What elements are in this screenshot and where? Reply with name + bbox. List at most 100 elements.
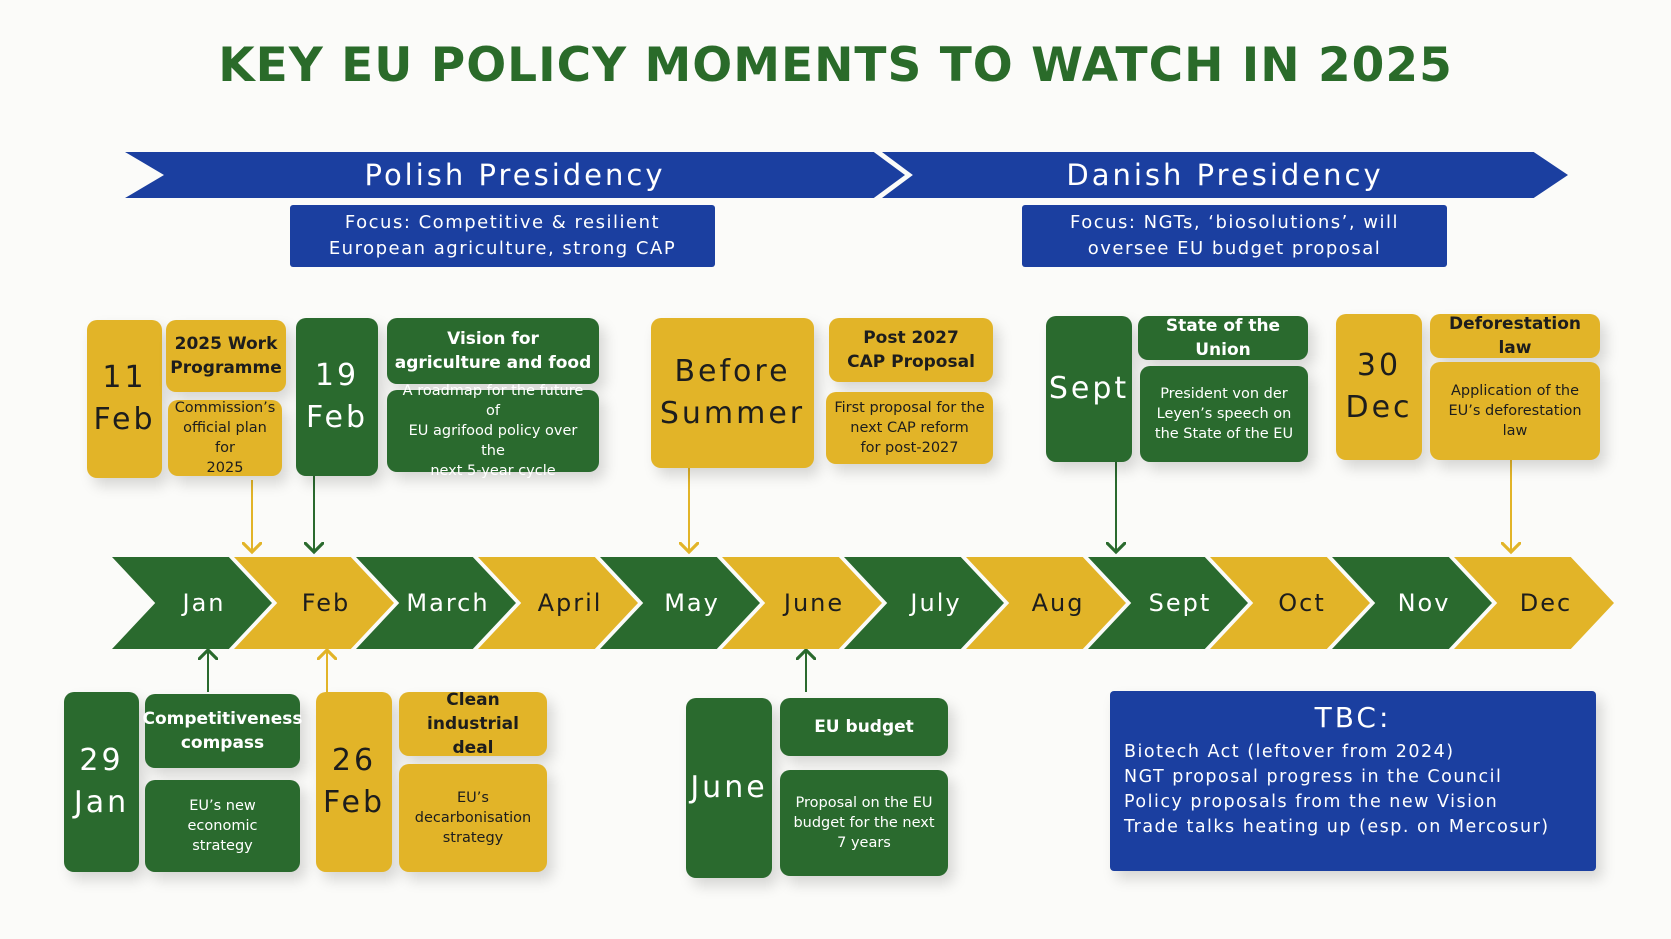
desc-line: First proposal for the xyxy=(834,400,985,416)
date-line: 30 xyxy=(1356,348,1402,383)
month-label: April xyxy=(537,589,603,617)
tbc-item: Biotech Act (leftover from 2024) xyxy=(1124,742,1455,762)
month-label: Jan xyxy=(182,589,226,617)
month-label: July xyxy=(910,589,962,617)
month-label: Oct xyxy=(1278,589,1326,617)
danish-focus-box: Focus: NGTs, ‘biosolutions’, will overse… xyxy=(1022,205,1447,267)
danish-presidency-banner: Danish Presidency xyxy=(882,152,1568,198)
desc-line: A roadmap for the future of xyxy=(402,383,584,419)
heading-line: Post 2027 xyxy=(863,328,959,348)
heading-line: CAP Proposal xyxy=(847,352,975,372)
heading-line: Vision for xyxy=(447,329,539,349)
month-label: Feb xyxy=(301,589,351,617)
danish-focus-line: oversee EU budget proposal xyxy=(1087,238,1382,259)
desc-line: Proposal on the EU xyxy=(795,795,933,811)
desc-line: for post-2027 xyxy=(860,440,959,456)
month-label: March xyxy=(406,589,490,617)
date-line: 11 xyxy=(102,360,147,395)
event-desc-vision: A roadmap for the future of EU agrifood p… xyxy=(387,383,599,479)
desc-line: EU’s deforestation xyxy=(1448,403,1582,419)
event-heading-eu-budget: EU budget xyxy=(780,698,948,756)
desc-line: 2025 xyxy=(206,460,244,476)
desc-line: EU’s xyxy=(457,790,489,806)
month-label: Aug xyxy=(1031,589,1085,617)
polish-focus-line: Focus: Competitive & resilient xyxy=(344,212,661,233)
date-line: 19 xyxy=(314,358,360,393)
tbc-title: TBC: xyxy=(1314,701,1392,734)
heading-line: EU budget xyxy=(814,717,914,737)
desc-line: law xyxy=(1502,423,1528,439)
polish-focus-line: European agriculture, strong CAP xyxy=(328,238,677,259)
heading-line: 2025 Work xyxy=(174,334,278,354)
event-desc-work-programme: Commission’s official plan for 2025 xyxy=(168,400,282,476)
desc-line: Commission’s xyxy=(174,400,276,416)
date-line: Summer xyxy=(659,396,806,431)
desc-line: Leyen’s speech on xyxy=(1156,406,1292,422)
event-heading-vision: Vision for agriculture and food xyxy=(387,318,599,384)
date-line: Feb xyxy=(93,402,156,437)
month-label: June xyxy=(783,589,845,617)
heading-line: agriculture and food xyxy=(394,353,592,373)
event-desc-eu-budget: Proposal on the EU budget for the next 7 y… xyxy=(780,770,948,876)
danish-focus-line: Focus: NGTs, ‘biosolutions’, will xyxy=(1069,212,1399,233)
month-label: Sept xyxy=(1148,589,1212,617)
desc-line: 7 years xyxy=(837,835,891,851)
date-line: 29 xyxy=(79,743,124,778)
heading-line: State of the Union xyxy=(1165,316,1281,360)
desc-line: EU’s new xyxy=(189,798,256,814)
tbc-item: Policy proposals from the new Vision xyxy=(1124,792,1499,812)
tbc-item: NGT proposal progress in the Council xyxy=(1124,767,1503,787)
desc-line: decarbonisation xyxy=(414,810,532,826)
tbc-item: Trade talks heating up (esp. on Mercosur… xyxy=(1124,817,1550,837)
date-line: 26 xyxy=(331,743,377,778)
desc-line: next CAP reform xyxy=(850,420,969,436)
polish-presidency-banner: Polish Presidency xyxy=(125,152,905,198)
desc-line: President von der xyxy=(1160,386,1288,402)
page-title: KEY EU POLICY MOMENTS TO WATCH IN 2025 xyxy=(218,38,1453,93)
date-june: June xyxy=(686,698,772,878)
month-label: May xyxy=(664,589,720,617)
date-line: Dec xyxy=(1345,390,1413,425)
desc-line: budget for the next xyxy=(793,815,935,831)
desc-line: economic xyxy=(187,818,258,834)
heading-line: Competitiveness xyxy=(142,709,303,729)
date-sept: Sept xyxy=(1046,316,1132,462)
month-label: Nov xyxy=(1397,589,1451,617)
heading-line: industrial deal xyxy=(427,714,519,758)
heading-line: Deforestation law xyxy=(1448,314,1582,358)
date-line: Jan xyxy=(73,785,130,820)
date-line: June xyxy=(690,770,768,805)
polish-focus-box: Focus: Competitive & resilient European … xyxy=(290,205,715,267)
heading-line: Clean xyxy=(446,690,500,710)
date-line: Feb xyxy=(305,400,369,435)
date-line: Feb xyxy=(322,785,386,820)
event-heading-competitiveness-compass: Competitiveness compass xyxy=(142,694,303,768)
event-heading-state-of-union: State of the Union xyxy=(1138,316,1308,360)
date-line: Before xyxy=(674,354,791,389)
heading-line: compass xyxy=(180,733,265,753)
tbc-box: TBC: Biotech Act (leftover from 2024) NG… xyxy=(1110,691,1596,871)
polish-presidency-label: Polish Presidency xyxy=(364,158,666,192)
desc-line: official plan for xyxy=(183,420,267,456)
desc-line: Application of the xyxy=(1450,383,1579,399)
desc-line: EU agrifood policy over the xyxy=(408,423,578,459)
danish-presidency-label: Danish Presidency xyxy=(1066,158,1384,192)
event-desc-cap-proposal: First proposal for the next CAP reform for… xyxy=(826,392,993,464)
event-heading-clean-industrial-deal: Clean industrial deal xyxy=(399,690,547,758)
desc-line: the State of the EU xyxy=(1154,426,1294,442)
event-desc-competitiveness-compass: EU’s new economic strategy xyxy=(145,780,300,872)
event-heading-deforestation: Deforestation law xyxy=(1430,314,1600,358)
desc-line: next 5-year cycle xyxy=(430,463,556,479)
desc-line: strategy xyxy=(192,838,253,854)
date-line: Sept xyxy=(1048,371,1130,406)
